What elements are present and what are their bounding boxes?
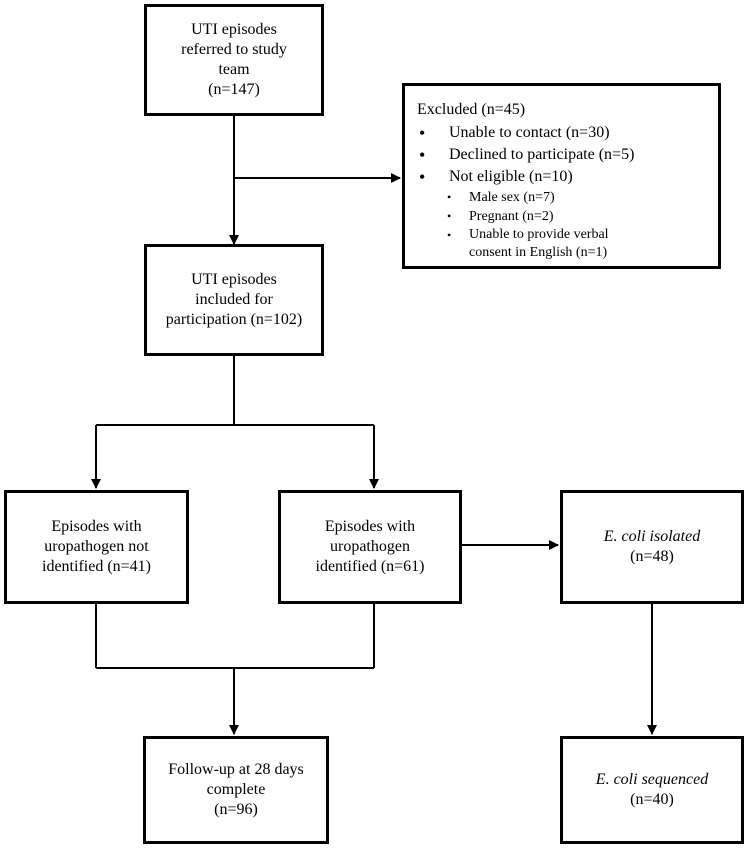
identified-line-3: identified (n=61): [315, 558, 425, 575]
identified-line-1: Episodes with: [324, 518, 416, 535]
excluded-item: Not eligible (n=10): [417, 166, 634, 188]
ecoli-sequenced-line-2: (n=40): [630, 791, 674, 808]
excluded-list: Unable to contact (n=30) Declined to par…: [417, 122, 634, 188]
identified-line-2: uropathogen: [330, 538, 410, 555]
referred-line-1: UTI episodes: [191, 21, 277, 38]
included-line-1: UTI episodes: [191, 271, 277, 288]
followup-line-3: (n=96): [214, 801, 258, 818]
not-identified-line-2: uropathogen not: [44, 538, 149, 555]
excluded-subitem-line-1: Unable to provide verbal: [469, 227, 609, 242]
excluded-subitem: Male sex (n=7): [417, 188, 609, 207]
box-referred: UTI episodes referred to study team (n=1…: [144, 4, 324, 116]
ecoli-sequenced-line-1: E. coli sequenced: [595, 771, 709, 788]
included-line-3: participation (n=102): [165, 311, 303, 328]
followup-line-2: complete: [206, 781, 266, 798]
box-followup: Follow-up at 28 days complete (n=96): [143, 736, 329, 844]
excluded-title: Excluded (n=45): [417, 101, 526, 118]
ecoli-isolated-line-1: E. coli isolated: [603, 528, 701, 545]
excluded-item: Unable to contact (n=30): [417, 122, 634, 144]
ecoli-isolated-line-2: (n=48): [630, 548, 674, 565]
followup-line-1: Follow-up at 28 days: [168, 761, 304, 778]
box-identified: Episodes with uropathogen identified (n=…: [278, 490, 462, 604]
excluded-subitem-line-2: consent in English (n=1): [469, 245, 608, 260]
box-ecoli-sequenced: E. coli sequenced (n=40): [560, 736, 744, 844]
not-eligible-sublist: Male sex (n=7) Pregnant (n=2) Unable to …: [417, 188, 609, 262]
excluded-subitem: Pregnant (n=2): [417, 207, 609, 226]
referred-line-3: team: [218, 61, 250, 78]
not-identified-line-1: Episodes with: [51, 518, 142, 535]
excluded-item: Declined to participate (n=5): [417, 144, 634, 166]
box-excluded: Excluded (n=45) Unable to contact (n=30)…: [402, 83, 721, 269]
box-included: UTI episodes included for participation …: [144, 244, 324, 356]
referred-line-4: (n=147): [208, 81, 260, 98]
excluded-subitem: Unable to provide verbal consent in Engl…: [417, 226, 609, 262]
referred-line-2: referred to study: [181, 41, 287, 58]
included-line-2: included for: [195, 291, 273, 308]
box-not-identified: Episodes with uropathogen not identified…: [4, 490, 189, 604]
not-identified-line-3: identified (n=41): [42, 558, 151, 575]
box-ecoli-isolated: E. coli isolated (n=48): [560, 490, 744, 604]
